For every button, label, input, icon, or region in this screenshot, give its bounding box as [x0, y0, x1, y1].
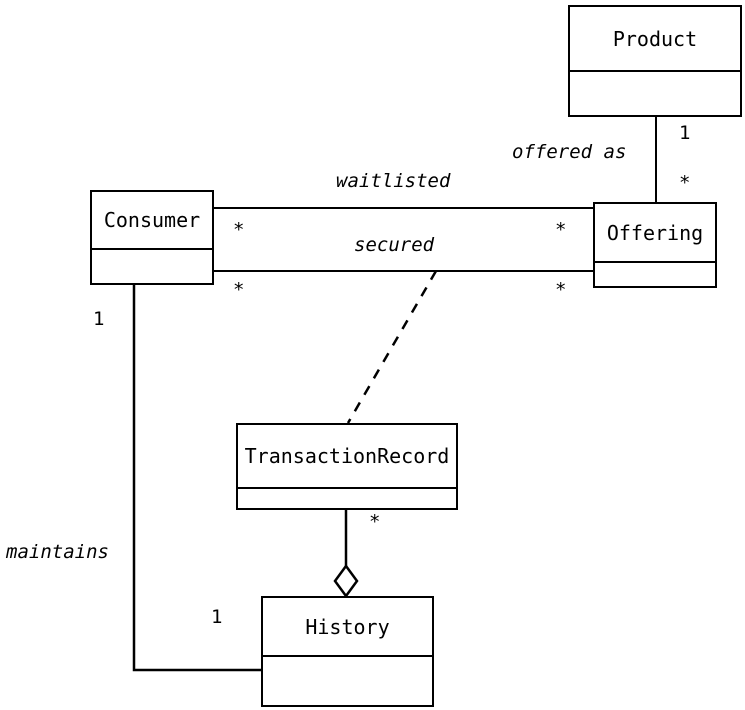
class-name-history: History	[263, 598, 432, 657]
multiplicity-product-end: 1	[679, 122, 691, 144]
multiplicity-offering-offered-as-end: *	[679, 172, 691, 194]
association-label-maintains: maintains	[6, 541, 109, 563]
class-box-transactionrecord[interactable]: TransactionRecord	[236, 423, 458, 510]
class-name-transactionrecord: TransactionRecord	[238, 425, 456, 489]
association-label-offered-as: offered as	[512, 141, 627, 163]
multiplicity-consumer-maintains-end: 1	[93, 308, 105, 330]
association-label-secured: secured	[354, 234, 435, 256]
association-label-waitlisted: waitlisted	[336, 170, 451, 192]
class-attributes-offering	[595, 263, 715, 286]
class-attributes-transactionrecord	[238, 489, 456, 508]
association-line-maintains	[132, 283, 263, 672]
class-attributes-product	[570, 72, 740, 115]
class-name-product: Product	[570, 7, 740, 72]
class-box-history[interactable]: History	[261, 596, 434, 707]
class-name-offering: Offering	[595, 204, 715, 263]
association-class-dashed-link	[346, 270, 438, 424]
class-box-consumer[interactable]: Consumer	[90, 190, 214, 285]
multiplicity-consumer-secured-end: *	[233, 279, 245, 301]
class-box-product[interactable]: Product	[568, 5, 742, 117]
multiplicity-offering-waitlisted-end: *	[555, 219, 567, 241]
multiplicity-offering-secured-end: *	[555, 279, 567, 301]
class-name-consumer: Consumer	[92, 192, 212, 250]
class-attributes-consumer	[92, 250, 212, 283]
multiplicity-history-maintains-end: 1	[211, 606, 223, 628]
class-attributes-history	[263, 657, 432, 705]
class-box-offering[interactable]: Offering	[593, 202, 717, 288]
multiplicity-transactionrecord-aggregation-end: *	[369, 511, 381, 533]
multiplicity-consumer-waitlisted-end: *	[233, 219, 245, 241]
aggregation-diamond-icon	[333, 563, 359, 599]
